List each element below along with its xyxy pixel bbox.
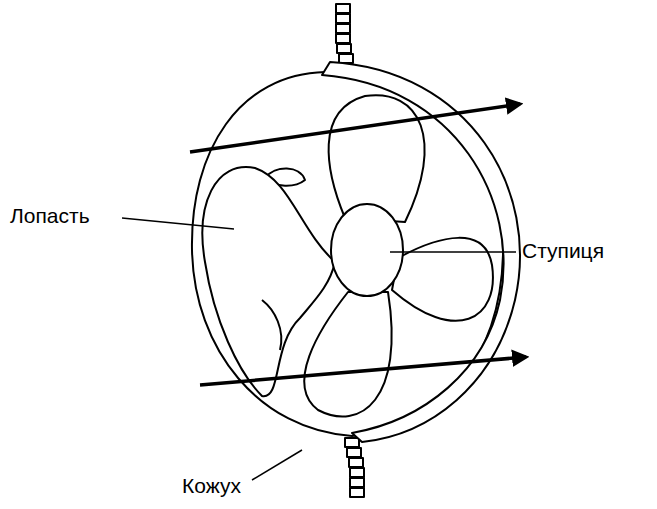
hub xyxy=(331,204,403,296)
bellows-top xyxy=(336,4,353,63)
part-label: Лопасть xyxy=(10,203,90,228)
part-label: Кожух xyxy=(182,473,241,498)
bellows-bottom xyxy=(345,438,364,497)
blade xyxy=(202,167,335,396)
flow-arrow xyxy=(200,357,526,385)
blade xyxy=(392,238,493,321)
blade xyxy=(304,292,391,417)
leader-line xyxy=(390,251,516,253)
blade xyxy=(329,95,425,222)
leader-line xyxy=(122,218,234,229)
leader-line xyxy=(252,450,302,480)
flow-arrow xyxy=(190,104,520,152)
part-label: Ступиця xyxy=(522,238,604,263)
blade-edge xyxy=(262,300,281,350)
